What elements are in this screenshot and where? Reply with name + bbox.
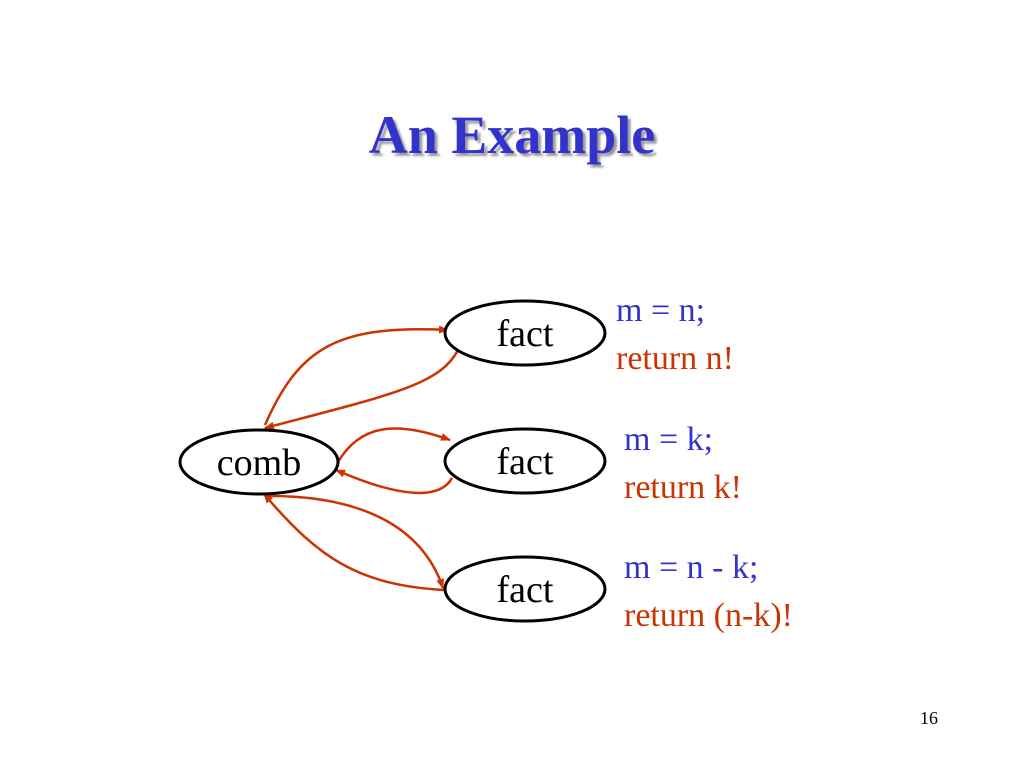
- code-assign-2: m = k;: [624, 421, 714, 458]
- return-arrow-fact1: [264, 349, 460, 430]
- call-arrow-fact1: [263, 325, 449, 426]
- node-fact-1-label: fact: [497, 313, 554, 355]
- code-block-1: m = n; return n!: [616, 287, 734, 383]
- node-comb: comb: [178, 428, 340, 496]
- call-arrow-fact2: [336, 427, 451, 463]
- page-number: 16: [920, 708, 938, 728]
- return-arrow-fact2: [335, 468, 454, 495]
- node-fact-2-label: fact: [497, 441, 554, 483]
- node-fact-1: fact: [443, 299, 607, 367]
- code-block-3: m = n - k; return (n-k)!: [624, 544, 793, 640]
- code-assign-3: m = n - k;: [624, 549, 759, 586]
- code-block-2: m = k; return k!: [624, 416, 742, 512]
- node-fact-3: fact: [443, 555, 607, 623]
- code-return-3: return (n-k)!: [624, 597, 793, 634]
- call-arrow-fact3: [264, 494, 445, 589]
- node-comb-label: comb: [217, 442, 301, 484]
- code-return-1: return n!: [616, 340, 735, 377]
- node-fact-2: fact: [443, 427, 607, 495]
- code-return-2: return k!: [624, 469, 743, 506]
- return-arrow-fact3: [263, 493, 445, 592]
- slide-title: An Example: [368, 105, 656, 165]
- code-assign-1: m = n;: [616, 292, 706, 329]
- node-fact-3-label: fact: [497, 569, 554, 611]
